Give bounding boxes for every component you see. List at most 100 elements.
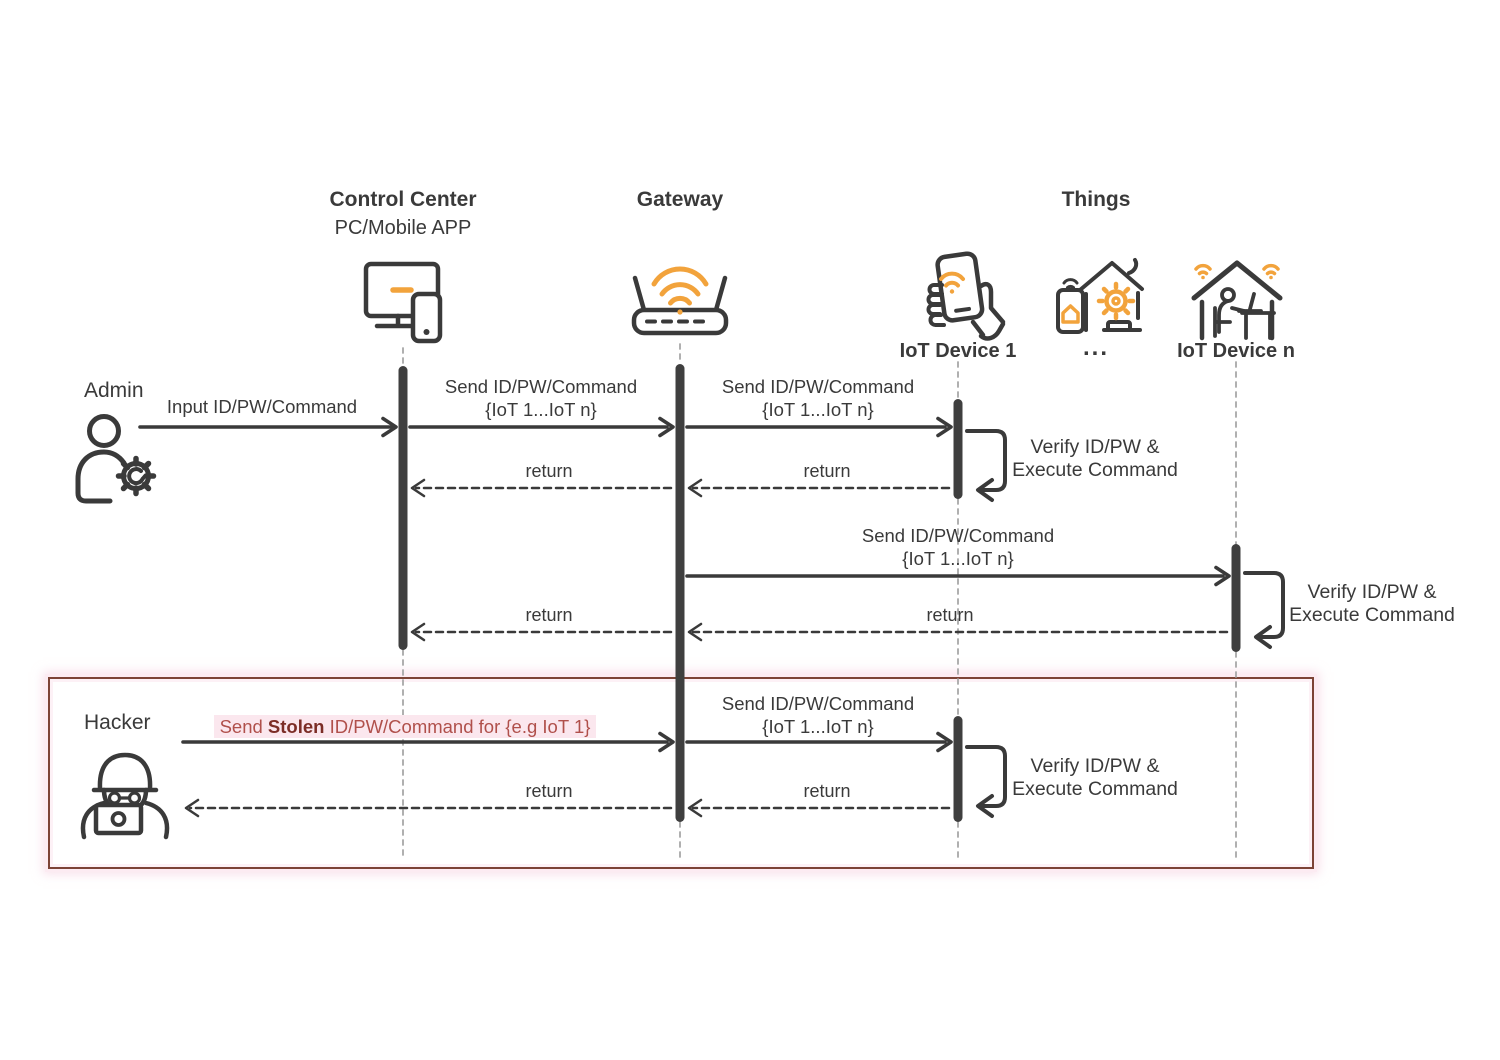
control-center-icon — [363, 261, 443, 344]
msg-line2: {IoT 1...IoT n} — [762, 398, 874, 420]
arrowhead — [381, 416, 398, 438]
iot-device-n-icon — [1191, 260, 1283, 341]
activation-iot1-hacked — [953, 716, 963, 822]
arrowhead — [410, 622, 426, 642]
msg-line1: Send ID/PW/Command — [721, 376, 915, 397]
return-label-5: return — [525, 781, 573, 801]
gateway-title: Gateway — [636, 188, 724, 211]
msg-line2: {IoT 1...IoT n} — [902, 547, 1014, 569]
smart-phone — [1056, 278, 1085, 334]
house-roof — [1078, 261, 1144, 292]
hand-thumb-wrist — [970, 282, 1006, 341]
return-label-1: return — [525, 461, 573, 481]
gear-icon — [1096, 281, 1136, 321]
msg-line1: Send ID/PW/Command — [861, 525, 1055, 546]
wifi-waves-icon — [1194, 263, 1280, 280]
activation-gateway — [675, 364, 685, 822]
arrowhead — [410, 478, 426, 498]
hacker-msg-stolen: Stolen — [267, 716, 325, 737]
phone-button — [423, 329, 430, 335]
arrowhead — [658, 416, 675, 438]
msg-send-gw-iotn: Send ID/PW/Command {IoT 1...IoT n} — [848, 525, 1068, 570]
arrowhead — [936, 416, 953, 438]
admin-icon — [75, 414, 157, 504]
monitor-stand — [374, 313, 418, 329]
iot-device-1-icon — [926, 251, 1006, 341]
verify-line1: Verify ID/PW & — [1030, 755, 1160, 777]
lifelines — [402, 343, 1237, 859]
laptop-icon — [93, 802, 144, 836]
arrowhead — [687, 622, 703, 642]
arrowhead — [976, 794, 994, 818]
verify-line1: Verify ID/PW & — [1307, 581, 1437, 603]
msg-send-gw-iot1: Send ID/PW/Command {IoT 1...IoT n} — [708, 376, 928, 421]
solid-arrows — [138, 416, 1231, 753]
hacker-msg-pre: Send — [219, 716, 268, 737]
iot-device-1-label: IoT Device 1 — [899, 340, 1017, 362]
verify-line1: Verify ID/PW & — [1030, 436, 1160, 458]
control-center-subtitle: PC/Mobile APP — [334, 217, 472, 239]
arrowhead — [687, 478, 703, 498]
verify-iot1-text: Verify ID/PW & Execute Command — [995, 436, 1195, 482]
activation-iotn — [1231, 544, 1241, 652]
admin-label: Admin — [84, 379, 144, 402]
return-label-4: return — [926, 605, 974, 625]
self-call-brackets — [965, 429, 1285, 818]
msg-send-gw-iot1-hacked: Send ID/PW/Command {IoT 1...IoT n} — [708, 693, 928, 738]
verify-iotn-text: Verify ID/PW & Execute Command — [1272, 581, 1472, 627]
activation-control-center — [398, 366, 408, 650]
msg-line1: Send ID/PW/Command — [444, 376, 638, 397]
verify-line2: Execute Command — [1289, 604, 1455, 626]
wifi-waves-icon — [939, 271, 965, 294]
arrowhead — [687, 798, 703, 818]
gear-inner-arrow — [127, 467, 148, 486]
msg-line1: Send ID/PW/Command — [721, 693, 915, 714]
msg-send-cc-gw: Send ID/PW/Command {IoT 1...IoT n} — [431, 376, 651, 421]
person-head — [87, 414, 121, 448]
laptop-logo — [110, 811, 127, 827]
hand-fingers — [926, 283, 946, 327]
iot-device-n-label: IoT Device n — [1177, 340, 1295, 362]
bracket-verify-iot1-2 — [965, 745, 1007, 808]
home-glyph — [1061, 304, 1080, 324]
return-label-2: return — [803, 461, 851, 481]
hacker-icon — [80, 752, 170, 840]
control-center-title: Control Center — [329, 188, 477, 211]
house-roof — [1191, 260, 1283, 301]
return-arrows — [184, 478, 1229, 818]
things-title: Things — [1061, 188, 1131, 211]
verify-line2: Execute Command — [1012, 459, 1178, 481]
wifi-waves-icon — [651, 266, 709, 315]
smart-home-icon — [1056, 258, 1144, 334]
msg-line2: {IoT 1...IoT n} — [762, 715, 874, 737]
activation-bars — [398, 364, 1241, 822]
hacker-msg-highlight: Send Stolen ID/PW/Command for {e.g IoT 1… — [213, 715, 597, 738]
bracket-verify-iotn — [1243, 571, 1285, 639]
arrowhead — [936, 731, 953, 753]
house-walls — [1084, 291, 1140, 332]
wifi-waves-icon — [1062, 278, 1079, 289]
house-vent — [1106, 320, 1132, 332]
person-body — [75, 449, 127, 504]
msg-hacker-send-stolen: Send Stolen ID/PW/Command for {e.g IoT 1… — [165, 715, 645, 739]
hacker-label: Hacker — [84, 711, 151, 734]
arrowhead — [976, 478, 994, 502]
verify-iot1-hacked-text: Verify ID/PW & Execute Command — [995, 755, 1195, 801]
return-label-3: return — [525, 605, 573, 625]
arrowhead — [658, 731, 675, 753]
router-antennas — [632, 275, 728, 313]
person-at-desk — [1213, 287, 1276, 340]
msg-line2: {IoT 1...IoT n} — [485, 398, 597, 420]
msg-input-cmd: Input ID/PW/Command — [166, 396, 358, 417]
activation-iot1-first — [953, 399, 963, 499]
satellite-antenna — [1127, 258, 1139, 275]
verify-line2: Execute Command — [1012, 778, 1178, 800]
things-ellipsis: ... — [1082, 334, 1109, 361]
gear-icon — [115, 455, 157, 497]
phone-outline — [410, 291, 443, 344]
arrowhead — [1214, 565, 1231, 587]
monitor-outline — [363, 261, 441, 319]
arrowhead — [184, 798, 200, 818]
